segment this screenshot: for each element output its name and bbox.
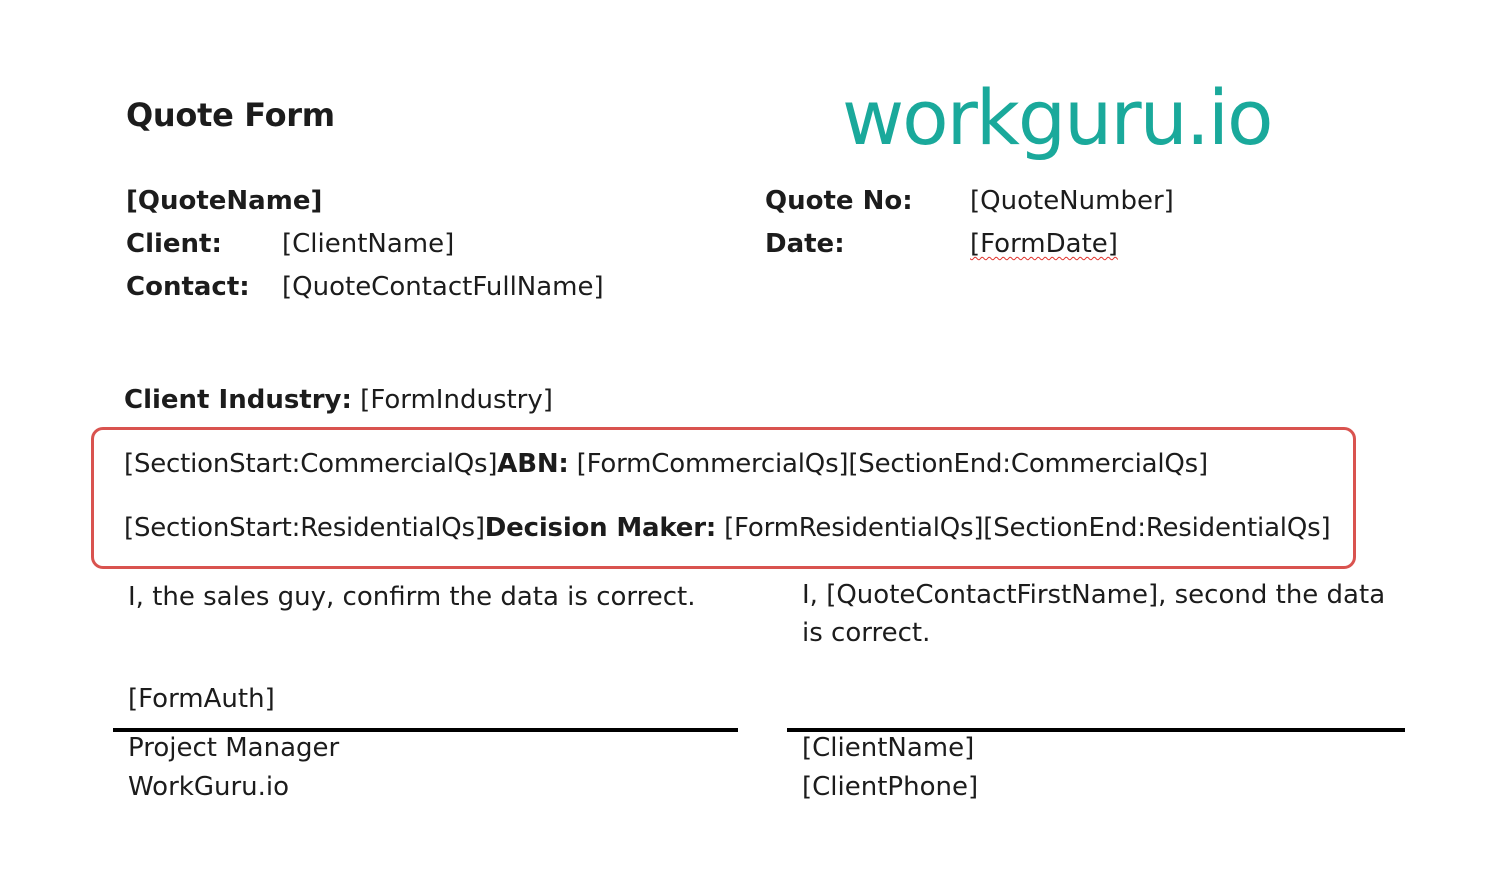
right-client-phone: [ClientPhone] bbox=[802, 772, 979, 802]
left-statement: I, the sales guy, confirm the data is co… bbox=[128, 582, 696, 612]
right-statement: I, [QuoteContactFirstName], second the d… bbox=[802, 580, 1386, 648]
form-auth: [FormAuth] bbox=[128, 684, 275, 714]
left-role: Project Manager bbox=[128, 733, 340, 763]
page-title: Quote Form bbox=[126, 96, 335, 134]
client-label: Client: bbox=[126, 229, 222, 259]
commercial-section-line: [SectionStart:CommercialQs]ABN: [FormCom… bbox=[124, 449, 1208, 479]
quote-no-label: Quote No: bbox=[765, 186, 913, 216]
residential-section-start: [SectionStart:ResidentialQs] bbox=[124, 513, 485, 543]
commercial-section-start: [SectionStart:CommercialQs] bbox=[124, 449, 498, 479]
client-value: [ClientName] bbox=[282, 229, 455, 259]
residential-section-line: [SectionStart:ResidentialQs]Decision Mak… bbox=[124, 513, 1331, 543]
quote-no-value: [QuoteNumber] bbox=[970, 186, 1174, 216]
industry-line: Client Industry: [FormIndustry] bbox=[124, 385, 553, 415]
left-signature-line bbox=[113, 728, 738, 732]
abn-label: ABN: bbox=[497, 449, 569, 479]
decision-maker-label: Decision Maker: bbox=[484, 513, 717, 543]
contact-value: [QuoteContactFullName] bbox=[282, 272, 604, 302]
workguru-logo: workguru.io bbox=[842, 73, 1274, 162]
industry-label: Client Industry: bbox=[124, 385, 352, 415]
quote-name: [QuoteName] bbox=[126, 186, 323, 216]
right-client-name: [ClientName] bbox=[802, 733, 975, 763]
section-highlight-box bbox=[91, 427, 1356, 569]
date-value: [FormDate] bbox=[970, 229, 1118, 259]
date-label: Date: bbox=[765, 229, 845, 259]
commercial-section-value: [FormCommercialQs][SectionEnd:Commercial… bbox=[576, 449, 1208, 479]
industry-value: [FormIndustry] bbox=[360, 385, 553, 415]
left-company: WorkGuru.io bbox=[128, 772, 290, 802]
residential-section-value: [FormResidentialQs][SectionEnd:Residenti… bbox=[724, 513, 1331, 543]
right-signature-line bbox=[787, 728, 1405, 732]
contact-label: Contact: bbox=[126, 272, 250, 302]
